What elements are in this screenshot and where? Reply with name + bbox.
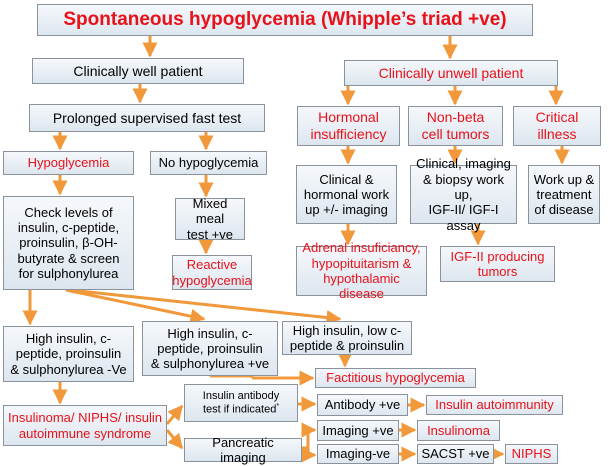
reactive-text: Reactive hypoglycemia	[172, 257, 252, 288]
high-insulin-neg-box: High insulin, c- peptide, proinsulin & s…	[3, 326, 134, 382]
high-insulin-pos-text: High insulin, c- peptide, proinsulin & s…	[150, 325, 270, 372]
insulin-autoimmunity-box: Insulin autoimmunity	[426, 395, 563, 415]
antibody-pos-box: Antibody +ve	[317, 394, 408, 416]
insulinoma-group-box: Insulinoma/ NIPHS/ insulin autoimmune sy…	[3, 405, 167, 446]
hormonal-text: Hormonal insufficiency	[310, 109, 387, 142]
high-insulin-pos-box: High insulin, c- peptide, proinsulin & s…	[142, 321, 278, 376]
hypoglycemia-text: Hypoglycemia	[27, 155, 110, 171]
check-levels-box: Check levels of insulin, c-peptide, proi…	[3, 196, 134, 290]
insulin-autoimmunity-text: Insulin autoimmunity	[435, 397, 554, 413]
nonbeta-text: Non-beta cell tumors	[421, 109, 490, 142]
mixed-meal-box: Mixed meal test +ve	[175, 196, 245, 242]
hypoglycemia-box: Hypoglycemia	[3, 151, 134, 175]
high-insulin-low-text: High insulin, low c- peptide & proinsuli…	[289, 322, 405, 353]
igf-tumors-box: IGF-II producing tumors	[440, 246, 555, 282]
niphs-box: NIPHS	[505, 444, 558, 464]
nonbeta-box: Non-beta cell tumors	[408, 106, 503, 146]
factitious-text: Factitious hypoglycemia	[326, 370, 465, 386]
nonbeta-workup-text: Clinical, imaging & biopsy work up, IGF-…	[416, 156, 511, 233]
fast-test-text: Prolonged supervised fast test	[52, 109, 242, 126]
adrenal-text: Adrenal insuficiancy, hypopituitarism & …	[302, 240, 421, 302]
critical-text: Critical illness	[535, 109, 579, 142]
antibody-test-box: Insulin antibody test if indicated*	[184, 384, 298, 422]
well-patient-box: Clinically well patient	[32, 58, 244, 84]
pancreatic-imaging-text: Pancreatic imaging	[212, 434, 274, 465]
connector-arrow	[165, 429, 184, 450]
title-text: Spontaneous hypoglycemia (Whipple’s tria…	[63, 8, 507, 30]
critical-box: Critical illness	[513, 106, 601, 146]
high-insulin-low-box: High insulin, low c- peptide & proinsuli…	[282, 321, 412, 355]
igf-tumors-text: IGF-II producing tumors	[450, 248, 545, 279]
high-insulin-neg-text: High insulin, c- peptide, proinsulin & s…	[10, 331, 127, 377]
connector-arrow	[69, 288, 342, 326]
unwell-patient-box: Clinically unwell patient	[344, 60, 558, 86]
nonbeta-workup-box: Clinical, imaging & biopsy work up, IGF-…	[410, 156, 517, 233]
check-levels-text: Check levels of insulin, c-peptide, proi…	[17, 204, 120, 281]
insulinoma-text: Insulinoma	[427, 422, 490, 438]
sacst-text: SACST +ve	[421, 446, 490, 462]
connector-arrow	[165, 404, 184, 425]
factitious-box: Factitious hypoglycemia	[315, 368, 476, 388]
unwell-patient-text: Clinically unwell patient	[378, 64, 524, 81]
reactive-box: Reactive hypoglycemia	[172, 255, 252, 290]
connector-arrow	[65, 288, 206, 324]
imaging-neg-box: Imaging-ve	[317, 444, 399, 464]
antibody-pos-text: Antibody +ve	[324, 397, 401, 413]
hormonal-workup-box: Clinical & hormonal work up +/- imaging	[296, 165, 397, 224]
insulinoma-group-text: Insulinoma/ NIPHS/ insulin autoimmune sy…	[8, 410, 162, 441]
antibody-test-label: Insulin antibody test if indicated	[202, 389, 280, 416]
imaging-pos-text: Imaging +ve	[322, 422, 394, 438]
critical-workup-box: Work up & treatment of disease	[528, 165, 600, 224]
pancreatic-imaging-box: Pancreatic imaging	[184, 435, 302, 465]
imaging-neg-text: Imaging-ve	[325, 446, 391, 462]
insulinoma-box: Insulinoma	[417, 420, 500, 441]
title-box: Spontaneous hypoglycemia (Whipple’s tria…	[37, 4, 533, 36]
hormonal-workup-text: Clinical & hormonal work up +/- imaging	[303, 171, 390, 218]
critical-workup-text: Work up & treatment of disease	[533, 171, 595, 218]
imaging-pos-box: Imaging +ve	[317, 420, 399, 441]
niphs-text: NIPHS	[511, 446, 552, 462]
well-patient-text: Clinically well patient	[73, 62, 203, 79]
antibody-test-text: Insulin antibody test if indicated*	[203, 390, 279, 417]
antibody-test-footnote-mark: *	[276, 402, 280, 410]
mixed-meal-text: Mixed meal test +ve	[187, 196, 233, 242]
fast-test-box: Prolonged supervised fast test	[29, 104, 265, 132]
no-hypoglycemia-box: No hypoglycemia	[150, 151, 267, 175]
hormonal-box: Hormonal insufficiency	[297, 106, 400, 146]
adrenal-box: Adrenal insuficiancy, hypopituitarism & …	[296, 240, 427, 301]
sacst-box: SACST +ve	[417, 444, 494, 464]
no-hypoglycemia-text: No hypoglycemia	[158, 155, 259, 171]
